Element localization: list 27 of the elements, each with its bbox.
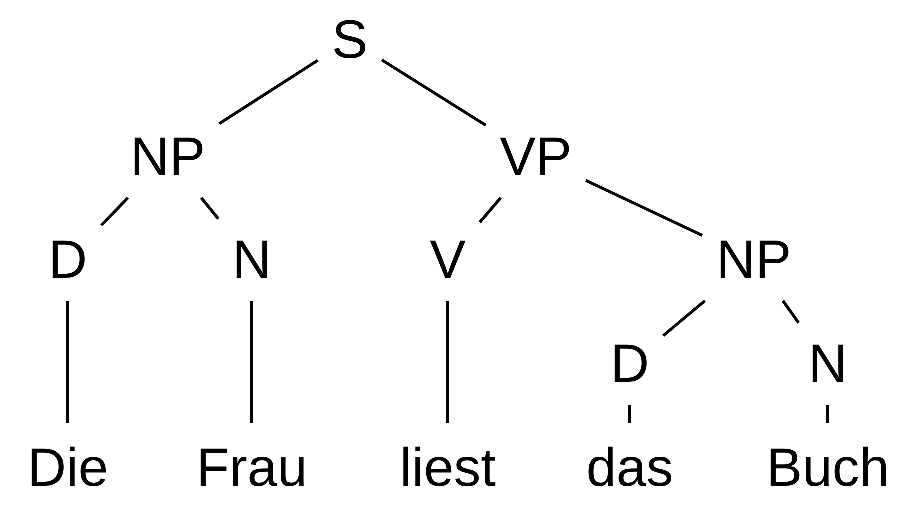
category-label: D [610,337,650,391]
tree-branch [381,58,487,127]
tree-branch [100,196,130,227]
word-label: das [586,441,674,495]
category-label: S [332,13,368,67]
tree-branch [782,300,800,324]
word-label: liest [400,441,496,495]
tree-branch [218,59,319,126]
tree-branch [826,405,830,423]
tree-branch [66,301,70,423]
tree-branch [662,300,706,338]
word-label: Frau [196,441,308,495]
tree-branch [446,301,450,423]
tree-branch [250,301,254,423]
category-label: NP [130,130,206,184]
category-label: D [48,233,88,287]
tree-branch [585,179,704,238]
category-label: N [232,233,272,287]
category-label: VP [500,130,572,184]
word-label: Buch [766,441,890,495]
category-label: N [808,337,848,391]
category-label: V [430,233,466,287]
tree-branch [200,197,220,220]
tree-branch [628,405,632,423]
category-label: NP [716,233,792,287]
word-label: Die [27,441,109,495]
tree-branch [478,197,502,224]
